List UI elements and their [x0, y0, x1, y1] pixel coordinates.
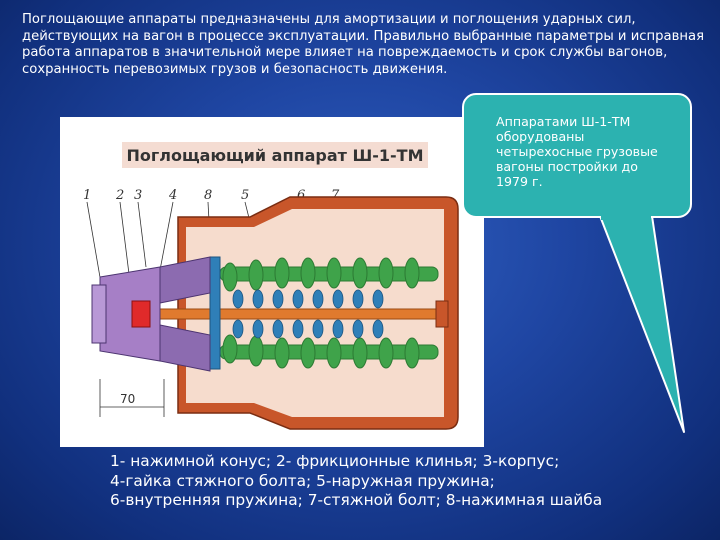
part-number-7: 7	[331, 188, 340, 203]
legend-line-1: 1- нажимной конус; 2- фрикционные клинья…	[110, 452, 560, 470]
parts-legend: 1- нажимной конус; 2- фрикционные клинья…	[110, 452, 710, 511]
dimension-label: 70	[120, 392, 135, 406]
inner-spring	[232, 289, 384, 339]
part-number-4: 4	[168, 188, 177, 203]
bolt-head	[435, 300, 449, 328]
part-number-2: 2	[115, 188, 124, 203]
part-number-1: 1	[83, 188, 91, 203]
figure-title: Поглощающий аппарат Ш-1-ТМ	[127, 146, 424, 165]
pressure-cone	[99, 266, 161, 362]
cone-face	[91, 284, 107, 344]
absorber-drawing: Поглощающий аппарат Ш-1-ТМ 1 2 3 4 8 5 6…	[60, 117, 484, 447]
tie-bolt	[139, 308, 441, 320]
part-number-3: 3	[134, 188, 142, 203]
info-callout	[462, 93, 692, 218]
legend-line-2: 4-гайка стяжного болта; 5-наружная пружи…	[110, 471, 495, 490]
part-number-6: 6	[297, 188, 305, 203]
figure-title-bg	[122, 142, 428, 168]
part-number-5: 5	[241, 188, 249, 203]
dimension-70	[99, 379, 165, 417]
bolt-nut	[131, 300, 151, 328]
legend-line-3: 6-внутренняя пружина; 7-стяжной болт; 8-…	[110, 491, 603, 509]
callout-text: Аппаратами Ш-1-ТМ оборудованы четырехосн…	[496, 114, 658, 189]
intro-text: Поглощающие аппараты предназначены для а…	[22, 12, 705, 77]
pressure-washer	[209, 256, 221, 370]
part-number-8: 8	[204, 188, 212, 203]
